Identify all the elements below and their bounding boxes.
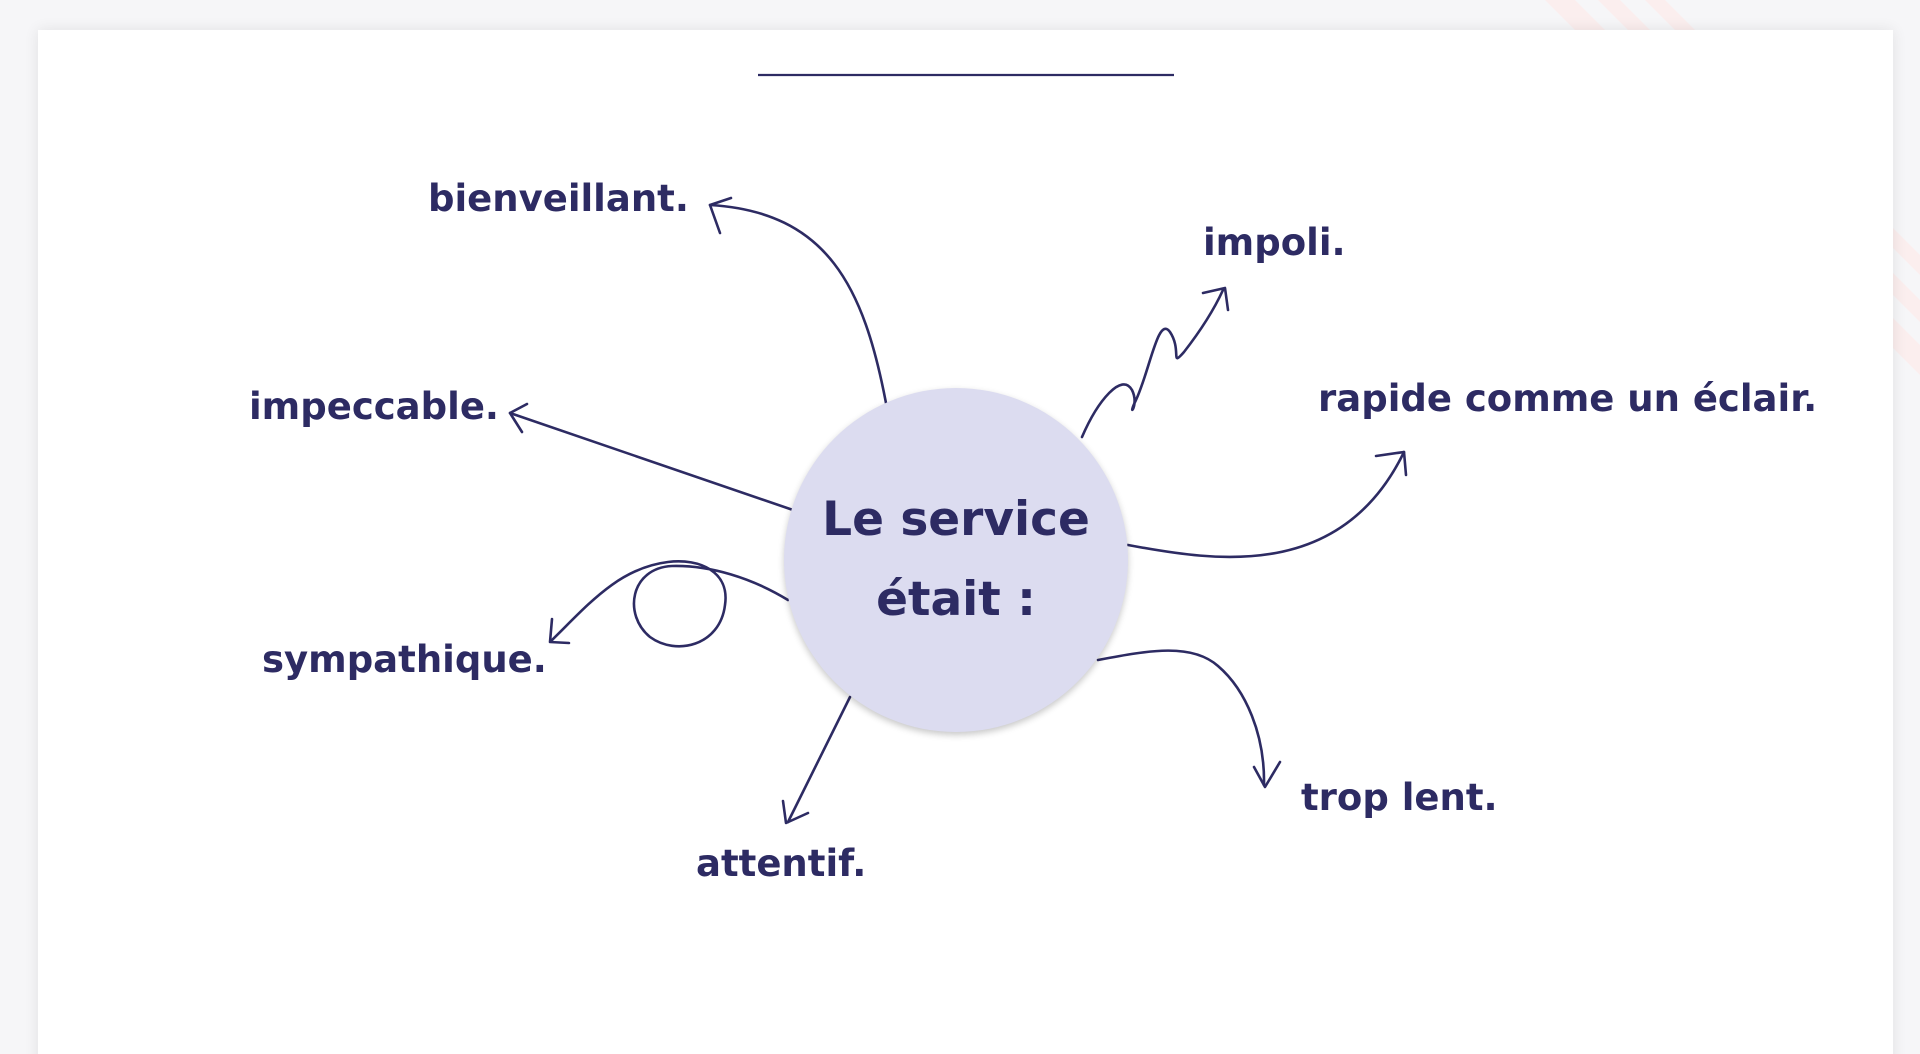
label-impoli: impoli. <box>1203 221 1346 264</box>
label-bienveillant: bienveillant. <box>428 177 689 220</box>
label-rapide: rapide comme un éclair. <box>1318 377 1818 420</box>
central-node-line-2: était : <box>876 572 1036 627</box>
label-trop-lent: trop lent. <box>1301 776 1498 819</box>
label-sympathique: sympathique. <box>262 638 547 681</box>
label-impeccable: impeccable. <box>249 385 499 428</box>
label-attentif: attentif. <box>696 842 867 885</box>
central-node: Le service était : <box>784 388 1128 732</box>
central-node-line-1: Le service <box>822 492 1090 547</box>
